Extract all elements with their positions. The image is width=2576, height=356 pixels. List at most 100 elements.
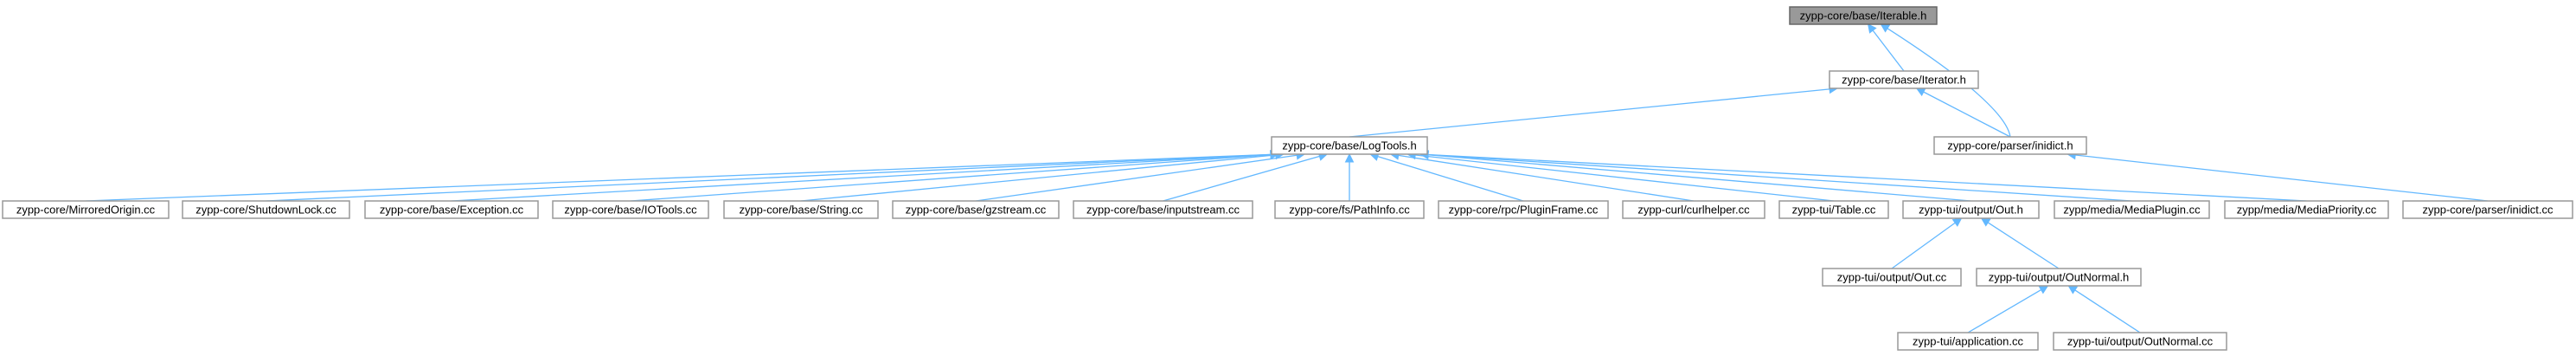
edge-gzstream-cc-to-logtools-h (975, 151, 1306, 202)
node-label: zypp/media/MediaPriority.cc (2237, 204, 2377, 217)
edge-inidict-cc-to-inidict-h (2067, 150, 2489, 202)
node-label: zypp-curl/curlhelper.cc (1637, 204, 1750, 217)
edge-mediaplugin-cc-to-logtools-h (1419, 150, 2132, 202)
node-label: zypp-tui/application.cc (1913, 335, 2023, 348)
edge-mirroredorigin-cc-to-logtools-h (85, 150, 1280, 202)
node-exception-cc[interactable]: zypp-core/base/Exception.cc (364, 200, 539, 219)
node-box (2054, 200, 2210, 219)
node-table-cc[interactable]: zypp-tui/Table.cc (1778, 200, 1889, 219)
node-label: zypp-core/base/String.cc (739, 204, 863, 217)
node-string-cc[interactable]: zypp-core/base/String.cc (723, 200, 879, 219)
edge-arrowhead (1951, 217, 1963, 227)
node-box (1073, 200, 1253, 219)
node-label: zypp-core/rpc/PluginFrame.cc (1449, 204, 1599, 217)
edge-iterator-h-to-iterable-h (1867, 23, 1905, 72)
node-label: zypp-tui/output/Out.h (1919, 204, 2023, 217)
node-box (2053, 332, 2227, 351)
node-box (552, 200, 709, 219)
node-box (1933, 136, 2087, 155)
node-label: zypp/media/MediaPlugin.cc (2063, 204, 2201, 217)
node-label: zypp-core/fs/PathInfo.cc (1289, 204, 1410, 217)
node-box (1976, 268, 2142, 287)
node-inputstream-cc[interactable]: zypp-core/base/inputstream.cc (1073, 200, 1253, 219)
edge-line (630, 153, 1272, 202)
edge-line (2075, 154, 2489, 202)
node-gzstream-cc[interactable]: zypp-core/base/gzstream.cc (892, 200, 1060, 219)
edge-out-cc-to-out-h (1891, 217, 1963, 269)
edge-logtools-h-to-iterator-h (1349, 84, 1839, 138)
node-outnormal-cc[interactable]: zypp-tui/output/OutNormal.cc (2053, 332, 2227, 351)
node-label: zypp-tui/output/Out.cc (1837, 271, 1947, 284)
node-box (1822, 268, 1962, 287)
graph-nodes: zypp-core/base/Iterable.h zypp-core/base/… (2, 6, 2573, 351)
node-application-cc[interactable]: zypp-tui/application.cc (1897, 332, 2039, 351)
node-label: zypp-core/base/inputstream.cc (1086, 204, 1240, 217)
node-label: zypp-core/base/Iterable.h (1800, 10, 1927, 23)
graph-edges (85, 23, 2489, 333)
node-box (1789, 6, 1938, 25)
node-out-cc[interactable]: zypp-tui/output/Out.cc (1822, 268, 1962, 287)
edge-curlhelper-cc-to-logtools-h (1389, 151, 1695, 202)
node-label: zypp-tui/output/OutNormal.h (1989, 271, 2130, 284)
edge-line (800, 154, 1277, 202)
edge-outnormal-h-to-out-h (1980, 217, 2060, 269)
edge-line (975, 154, 1298, 202)
node-label: zypp-core/parser/inidict.h (1947, 139, 2073, 152)
node-pluginframe-cc[interactable]: zypp-core/rpc/PluginFrame.cc (1438, 200, 1609, 219)
node-box (1829, 70, 1979, 89)
node-box (892, 200, 1060, 219)
edge-line (1967, 288, 2041, 333)
edge-pathinfo-cc-to-logtools-h (1344, 152, 1355, 201)
edge-arrowhead (1344, 152, 1355, 163)
node-iterable-h[interactable]: zypp-core/base/Iterable.h (1789, 6, 1938, 25)
node-inidict-cc[interactable]: zypp-core/parser/inidict.cc (2402, 200, 2573, 219)
node-label: zypp-core/base/Exception.cc (380, 204, 524, 217)
node-mirroredorigin-cc[interactable]: zypp-core/MirroredOrigin.cc (2, 200, 170, 219)
node-mediaplugin-cc[interactable]: zypp/media/MediaPlugin.cc (2054, 200, 2210, 219)
node-iterator-h[interactable]: zypp-core/base/Iterator.h (1829, 70, 1979, 89)
edge-line (2074, 289, 2141, 333)
node-curlhelper-cc[interactable]: zypp-curl/curlhelper.cc (1622, 200, 1765, 219)
node-iotools-cc[interactable]: zypp-core/base/IOTools.cc (552, 200, 709, 219)
node-label: zypp-core/base/Iterator.h (1842, 74, 1966, 87)
node-box (723, 200, 879, 219)
node-label: zypp-core/MirroredOrigin.cc (16, 204, 156, 217)
node-box (364, 200, 539, 219)
node-box (2224, 200, 2389, 219)
edge-line (1891, 222, 1956, 269)
node-label: zypp-tui/Table.cc (1792, 204, 1876, 217)
node-label: zypp-core/base/LogTools.h (1282, 139, 1416, 152)
edge-arrowhead (2038, 285, 2049, 295)
edge-arrowhead (2067, 285, 2079, 295)
node-pathinfo-cc[interactable]: zypp-core/fs/PathInfo.cc (1274, 200, 1425, 219)
node-logtools-h[interactable]: zypp-core/base/LogTools.h (1271, 136, 1428, 155)
node-box (1778, 200, 1889, 219)
edge-line (1872, 29, 1905, 72)
edge-line (1377, 156, 1524, 202)
edge-arrowhead (1980, 217, 1991, 227)
edge-outnormal-cc-to-outnormal-h (2067, 285, 2141, 333)
node-box (2, 200, 170, 219)
edge-line (1398, 154, 1695, 202)
node-out-h[interactable]: zypp-tui/output/Out.h (1902, 200, 2040, 219)
node-shutdownlock-cc[interactable]: zypp-core/ShutdownLock.cc (182, 200, 350, 219)
node-box (1902, 200, 2040, 219)
node-label: zypp-core/ShutdownLock.cc (195, 204, 336, 217)
edge-line (1427, 153, 2132, 202)
node-mediapriority-cc[interactable]: zypp/media/MediaPriority.cc (2224, 200, 2389, 219)
edge-line (1987, 222, 2060, 269)
edge-arrowhead (1880, 23, 1891, 33)
node-box (1438, 200, 1609, 219)
edge-shutdownlock-cc-to-logtools-h (266, 150, 1280, 202)
node-inidict-h[interactable]: zypp-core/parser/inidict.h (1933, 136, 2087, 155)
node-box (1271, 136, 1428, 155)
edge-line (85, 153, 1272, 202)
edge-line (1349, 88, 1830, 138)
node-label: zypp-core/parser/inidict.cc (2423, 204, 2554, 217)
edge-arrowhead (1867, 23, 1877, 34)
edge-line (1923, 91, 2011, 138)
edge-arrowhead (1915, 87, 1926, 97)
node-label: zypp-core/base/gzstream.cc (906, 204, 1047, 217)
node-outnormal-h[interactable]: zypp-tui/output/OutNormal.h (1976, 268, 2142, 287)
